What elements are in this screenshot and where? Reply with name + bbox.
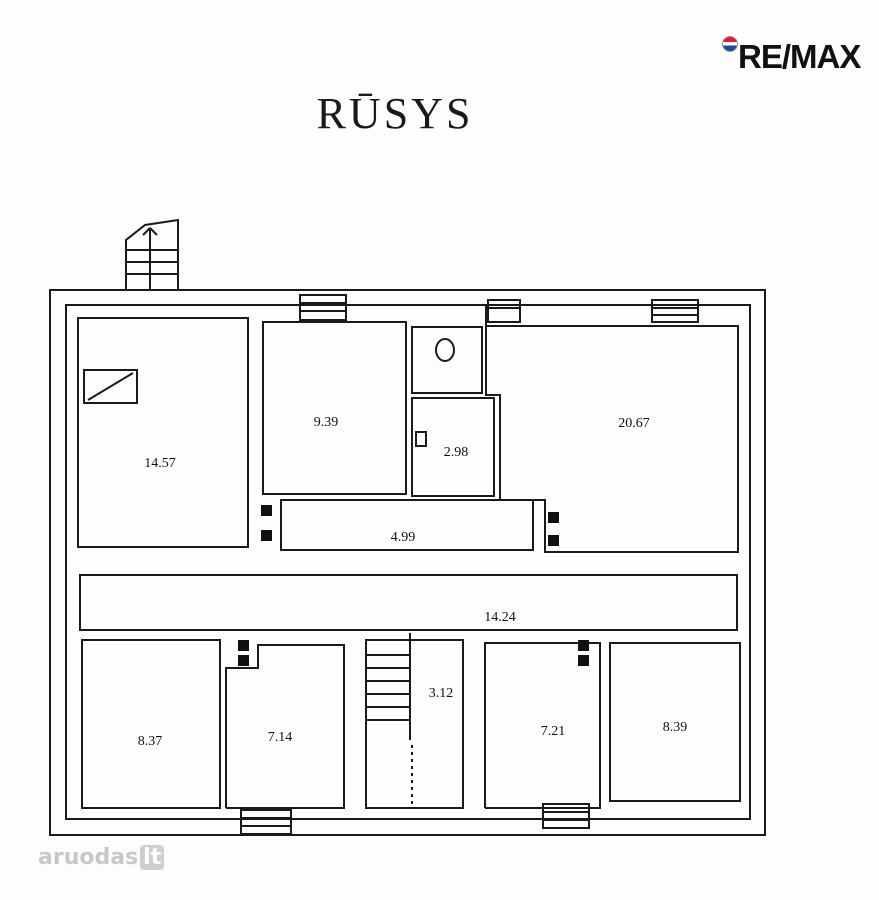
room-d-outline [485,305,739,553]
wc-outline [411,326,483,394]
outer-wall-outer [49,289,766,836]
room-c-outline [411,397,495,497]
room-a-outline [77,317,249,548]
room-b-outline [262,321,407,495]
room-e-outline [280,499,534,551]
windows [240,294,699,835]
area-label: 20.67 [618,416,650,431]
area-label: 9.39 [314,415,339,430]
page-title: RŪSYS [316,89,474,138]
room-g-outline [225,644,345,809]
outer-wall-inner [65,304,751,820]
vent-icons [238,505,589,666]
area-label: 14.57 [144,456,176,471]
watermark-text: aruodas [38,845,139,870]
room-i-outline [484,642,601,809]
area-label: 8.39 [663,720,688,735]
area-label: 8.37 [138,734,163,749]
corridor-outline [79,574,738,631]
area-label: 7.21 [541,724,566,739]
area-label: 2.98 [444,445,469,460]
panel-icon [83,369,138,404]
watermark-badge: lt [140,845,165,870]
area-label: 14.24 [484,610,516,625]
area-label: 4.99 [391,530,416,545]
room-j-outline [609,642,741,802]
entrance-stairs [125,218,179,290]
area-label: 3.12 [429,686,454,701]
room-h-outline [365,639,464,809]
toilet-icon [435,338,455,362]
area-label: 7.14 [268,730,293,745]
logo-text: RE/MAX [738,38,861,75]
balloon-icon [722,36,738,52]
inner-stairs [366,633,413,808]
remax-logo: RE/MAX [722,36,862,76]
room-f-outline [81,639,221,809]
